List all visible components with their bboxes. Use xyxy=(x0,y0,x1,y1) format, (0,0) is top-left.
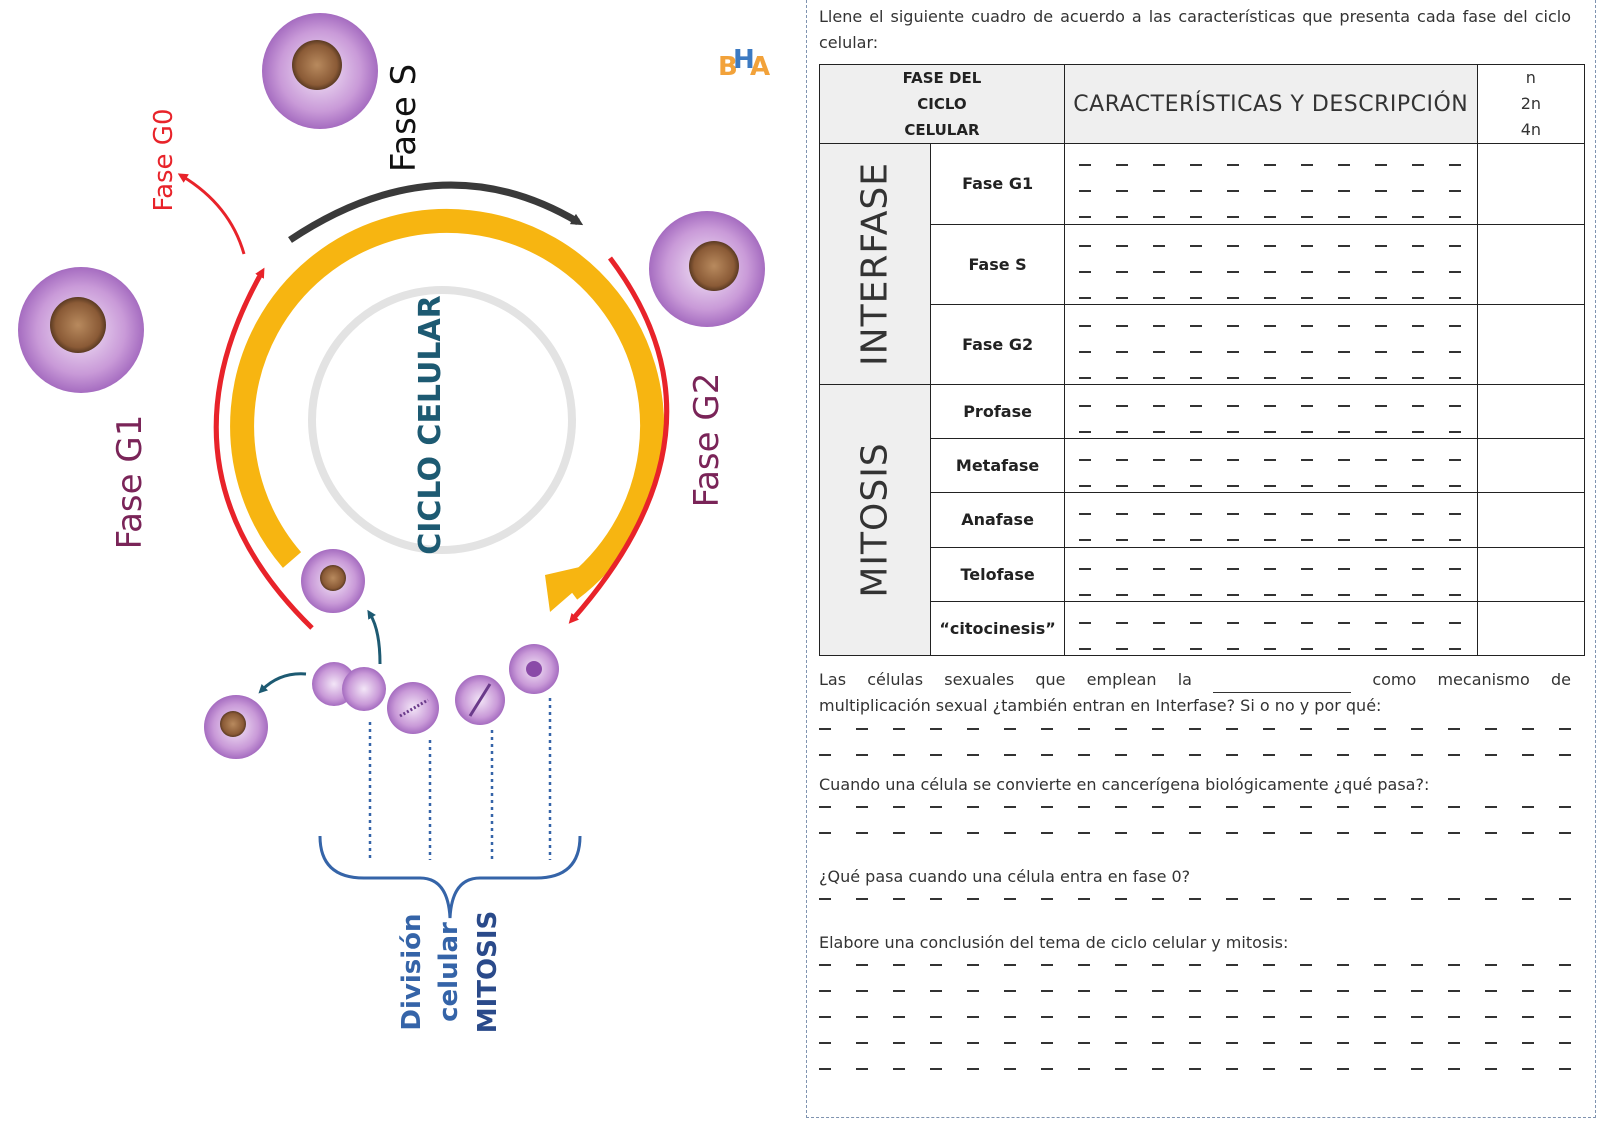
row-label: Fase G2 xyxy=(930,303,1065,386)
header-ploidy: n 2n 4n xyxy=(1476,63,1586,145)
row-ploidy-input[interactable] xyxy=(1476,546,1586,602)
division-label-line3: MITOSIS xyxy=(473,911,503,1034)
label-fase-s: Fase S xyxy=(384,64,424,172)
label-fase-g2: Fase G2 xyxy=(687,373,727,508)
row-ploidy-input[interactable] xyxy=(1476,303,1586,386)
question-3: ¿Qué pasa cuando una célula entra en fas… xyxy=(819,867,1191,886)
row-label: “citocinesis” xyxy=(930,600,1065,657)
answer-lines-q3[interactable] xyxy=(819,898,1571,924)
answer-lines-q4[interactable] xyxy=(819,964,1571,1094)
group-interfase: INTERFASE xyxy=(818,143,932,386)
center-label: CICLO CELULAR xyxy=(413,295,448,555)
question-4: Elabore una conclusión del tema de ciclo… xyxy=(819,933,1289,952)
cell-anafase xyxy=(387,682,439,734)
svg-text:A: A xyxy=(750,52,770,82)
row-description-input[interactable] xyxy=(1063,600,1478,657)
inner-ring xyxy=(308,286,576,554)
yellow-arrowhead xyxy=(545,560,610,612)
header-phase: FASE DEL CICLO CELULAR xyxy=(819,63,1065,145)
cell-s xyxy=(262,13,378,129)
row-description-input[interactable] xyxy=(1063,303,1478,386)
teal-arrow-up xyxy=(367,609,382,665)
row-label: Profase xyxy=(930,384,1065,440)
row-ploidy-input[interactable] xyxy=(1476,600,1586,657)
answer-lines-q1[interactable] xyxy=(819,728,1571,780)
row-label: Anafase xyxy=(930,492,1065,548)
division-label-line2: celular xyxy=(434,922,464,1022)
row-description-input[interactable] xyxy=(1063,492,1478,548)
row-label: Fase G1 xyxy=(930,143,1065,225)
cell-g1 xyxy=(18,267,144,393)
row-ploidy-input[interactable] xyxy=(1476,384,1586,440)
header-characteristics: CARACTERÍSTICAS Y DESCRIPCIÓN xyxy=(1063,63,1478,145)
row-description-input[interactable] xyxy=(1063,223,1478,305)
row-description-input[interactable] xyxy=(1063,143,1478,225)
row-description-input[interactable] xyxy=(1063,546,1478,602)
intro-text: Llene el siguiente cuadro de acuerdo a l… xyxy=(819,7,1571,52)
question-2: Cuando una célula se convierte en cancer… xyxy=(819,775,1430,794)
fase-g0-arrow xyxy=(177,173,246,255)
fase-g2-arrow xyxy=(568,256,670,624)
mitosis-dotted-lines xyxy=(368,698,552,860)
cell-profase xyxy=(509,644,559,694)
row-label: Telofase xyxy=(930,546,1065,602)
cell-cycle-table: FASE DEL CICLO CELULAR CARACTERÍSTICAS Y… xyxy=(818,63,1586,657)
label-fase-g0: Fase G0 xyxy=(149,109,179,212)
row-label: Metafase xyxy=(930,438,1065,494)
yellow-cycle-arc xyxy=(230,208,665,600)
bha-logo: B H A xyxy=(718,45,770,82)
group-mitosis: MITOSIS xyxy=(818,384,932,656)
cell-small-2 xyxy=(204,695,268,759)
row-description-input[interactable] xyxy=(1063,438,1478,494)
fase-g1-arrow xyxy=(213,267,314,630)
row-ploidy-input[interactable] xyxy=(1476,438,1586,494)
cell-small-1 xyxy=(301,549,365,613)
row-ploidy-input[interactable] xyxy=(1476,223,1586,305)
question-1: Las células sexuales que emplean la como… xyxy=(819,670,1571,715)
cell-g2 xyxy=(649,211,765,327)
svg-text:B: B xyxy=(718,52,738,82)
answer-lines-q2[interactable] xyxy=(819,806,1571,858)
cell-telofase xyxy=(312,662,386,711)
division-label-line1: División xyxy=(397,913,427,1030)
svg-text:H: H xyxy=(733,45,755,75)
row-ploidy-input[interactable] xyxy=(1476,143,1586,225)
label-fase-g1: Fase G1 xyxy=(110,415,150,550)
mitosis-brace xyxy=(318,835,582,919)
worksheet-panel: Llene el siguiente cuadro de acuerdo a l… xyxy=(806,0,1596,1118)
row-description-input[interactable] xyxy=(1063,384,1478,440)
teal-arrow-left xyxy=(258,672,307,694)
fill-blank[interactable] xyxy=(1213,674,1352,693)
cell-metafase xyxy=(455,675,505,725)
fase-s-arrow xyxy=(288,181,584,243)
row-label: Fase S xyxy=(930,223,1065,305)
cell-cycle-diagram: CICLO CELULAR Fase S Fase G0 Fase G1 Fas… xyxy=(18,13,770,1034)
row-ploidy-input[interactable] xyxy=(1476,492,1586,548)
